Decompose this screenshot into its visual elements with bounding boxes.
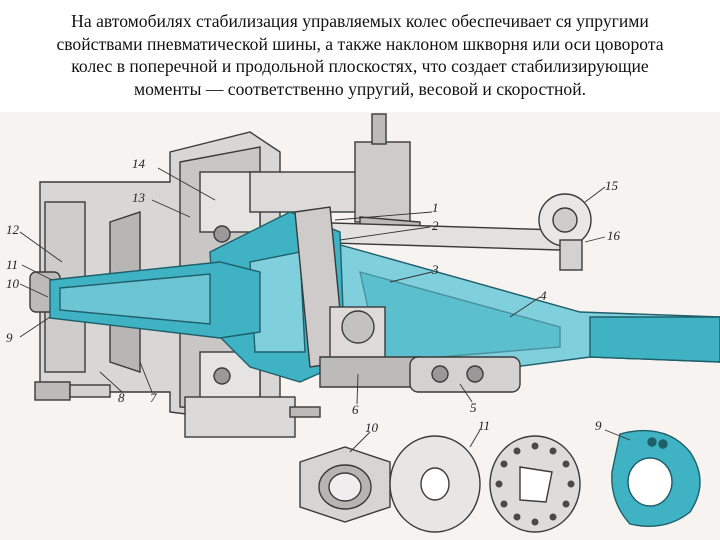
spindle-highlight [49, 261, 261, 339]
lower-arm-highlight [329, 241, 720, 383]
washer-part [389, 435, 481, 533]
callout-3: 3 [431, 262, 439, 277]
callout-1: 1 [432, 200, 439, 215]
callout-9: 9 [6, 330, 13, 345]
callout-labels: 1 2 3 4 5 6 7 8 9 10 11 12 13 14 15 16 1… [6, 156, 621, 435]
nut-part [299, 446, 391, 523]
caption-line: колес в поперечной и продольной плоскост… [71, 56, 649, 76]
steering-knuckle-illustration: 1 2 3 4 5 6 7 8 9 10 11 12 13 14 15 16 1… [0, 112, 720, 540]
lock-washer-part [489, 435, 581, 533]
leader-lines [19, 167, 631, 453]
callout-14: 14 [132, 156, 146, 171]
callout-4: 4 [540, 288, 547, 303]
callout-6: 6 [352, 402, 359, 417]
bolt [34, 381, 111, 401]
caption: На автомобилях стабилизация управляемых … [0, 0, 720, 112]
callout-12: 12 [6, 222, 20, 237]
callout-part-11: 11 [478, 418, 490, 433]
callout-10: 10 [6, 276, 20, 291]
callout-11: 11 [6, 257, 18, 272]
callout-8: 8 [118, 390, 125, 405]
callout-part-9: 9 [595, 418, 602, 433]
caption-line: свойствами пневматической шины, а также … [56, 33, 664, 54]
callout-5: 5 [470, 400, 477, 415]
lower-brake-bracket [184, 396, 321, 438]
blue-washer-part [611, 429, 701, 527]
callout-15: 15 [605, 178, 619, 193]
illustration-canvas: 1 2 3 4 5 6 7 8 9 10 11 12 13 14 15 16 1… [0, 112, 720, 540]
callout-7: 7 [150, 390, 157, 405]
callout-part-10: 10 [365, 420, 379, 435]
caption-line: На автомобилях стабилизация управляемых … [71, 11, 649, 31]
callout-16: 16 [607, 228, 621, 243]
tie-rod [299, 193, 592, 271]
caption-line: моменты — соответственно упругий, весово… [133, 78, 587, 99]
callout-13: 13 [132, 190, 146, 205]
callout-2: 2 [432, 218, 439, 233]
